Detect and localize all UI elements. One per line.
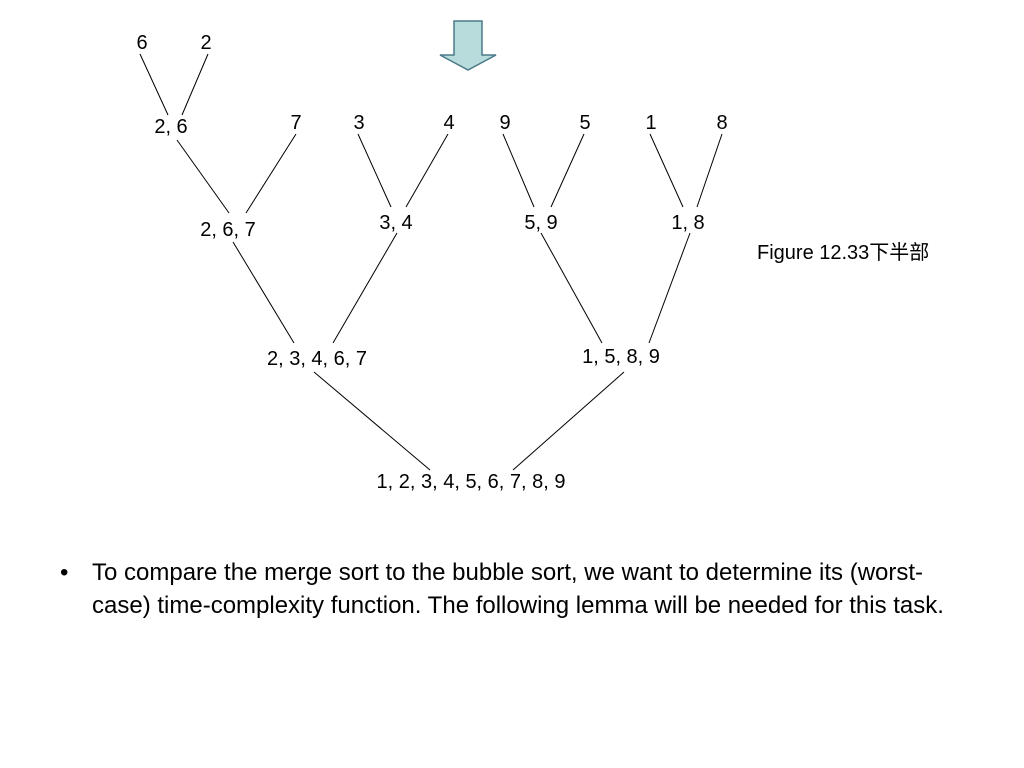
node-7: 7	[290, 112, 302, 134]
bullet-text: To compare the merge sort to the bubble …	[92, 559, 944, 619]
edge	[550, 133, 585, 208]
edge	[332, 232, 398, 344]
node-6: 6	[136, 32, 148, 54]
node-1: 1	[645, 112, 657, 134]
edge	[540, 232, 603, 344]
node-3: 3	[353, 112, 365, 134]
node-9: 9	[499, 112, 511, 134]
edge	[313, 371, 431, 471]
node-2: 2	[200, 32, 212, 54]
node-2-6: 2, 6	[154, 116, 188, 138]
edge	[232, 241, 295, 344]
node-5: 5	[579, 112, 591, 134]
edge	[181, 53, 209, 116]
edge	[405, 133, 449, 208]
bullet-icon: •	[60, 559, 69, 586]
node-4: 4	[443, 112, 455, 134]
node-8: 8	[716, 112, 728, 134]
node-2-6-7: 2, 6, 7	[200, 219, 256, 241]
edge	[696, 133, 723, 208]
node-1-8: 1, 8	[671, 212, 705, 234]
node-3-4: 3, 4	[379, 212, 413, 234]
edge	[139, 53, 169, 116]
edge	[176, 139, 230, 214]
node-1-5-8-9: 1, 5, 8, 9	[582, 346, 660, 368]
down-arrow-icon	[439, 20, 497, 71]
edge	[502, 133, 535, 208]
edge	[245, 133, 297, 214]
edge	[649, 133, 684, 208]
edge	[357, 133, 392, 208]
node-5-9: 5, 9	[524, 212, 558, 234]
node-sorted-result: 1, 2, 3, 4, 5, 6, 7, 8, 9	[376, 471, 566, 493]
edge	[648, 232, 691, 344]
figure-caption: Figure 12.33下半部	[757, 242, 930, 264]
merge-tree-diagram	[139, 20, 723, 471]
edge	[512, 371, 625, 471]
node-2-3-4-6-7: 2, 3, 4, 6, 7	[266, 348, 368, 370]
